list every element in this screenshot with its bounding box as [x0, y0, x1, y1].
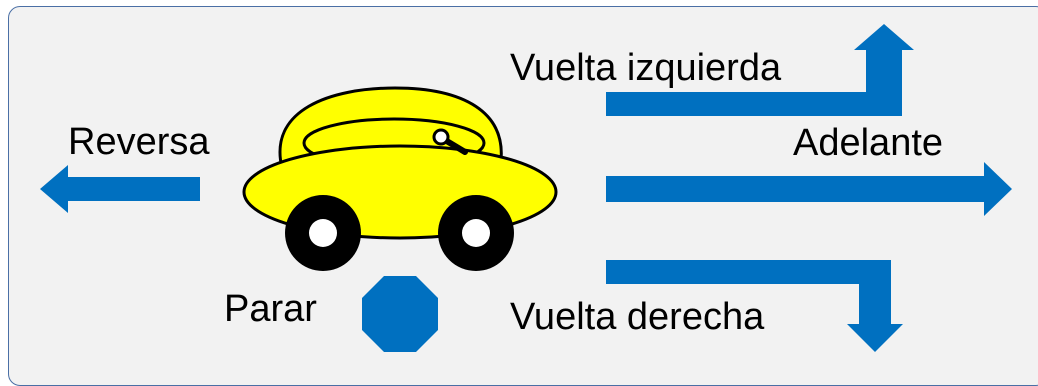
reverse-label: Reversa [68, 121, 210, 163]
reverse-arrow-icon [40, 165, 200, 213]
turn-left-arrow-icon [606, 24, 914, 116]
forward-arrow-icon [606, 162, 1012, 216]
car-hub-left [309, 219, 337, 247]
octagon-stop-icon [362, 276, 438, 352]
car-icon [242, 86, 558, 271]
turn-right-arrow-icon [606, 260, 903, 352]
stop-label: Parar [224, 288, 317, 330]
turn-left-label: Vuelta izquierda [510, 47, 782, 89]
car-key-head [432, 128, 450, 146]
turn-right-label: Vuelta derecha [510, 296, 765, 338]
forward-label: Adelante [793, 122, 943, 164]
car-hub-right [462, 219, 490, 247]
controls-diagram: Reversa Parar Adelante Vuelta izquierda … [40, 24, 1012, 352]
